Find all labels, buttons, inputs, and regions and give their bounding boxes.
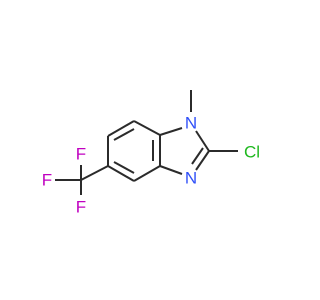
bond-n1-c2 [195,130,210,152]
bond-c2-n3 [195,150,210,171]
bond-n3-c3a [159,165,183,175]
molecule-canvas: N N Cl F F F [41,90,261,217]
bond-c5-c4-inner [113,161,135,174]
molecule-structure: N N Cl F F F [42,90,260,217]
atom-f-bottom: F [76,198,86,217]
atom-cl: Cl [244,143,260,162]
bond-c7-c6-inner [113,128,135,141]
atom-f-left: F [42,171,52,190]
atom-label-layer: N N Cl F F F [42,114,260,217]
bond-c2-n3-inner [191,147,204,165]
bond-c7-c6 [107,120,135,137]
bond-c4-c3a [133,165,161,182]
bond-c7a-c7 [133,120,161,136]
bond-layer [55,90,238,195]
bond-c5-c4 [107,165,135,182]
bond-c5-cf3 [80,165,109,181]
atom-n1: N [185,114,197,133]
atom-n3: N [185,169,197,188]
bond-c7a-n1 [159,127,183,136]
atom-f-top: F [76,145,86,164]
